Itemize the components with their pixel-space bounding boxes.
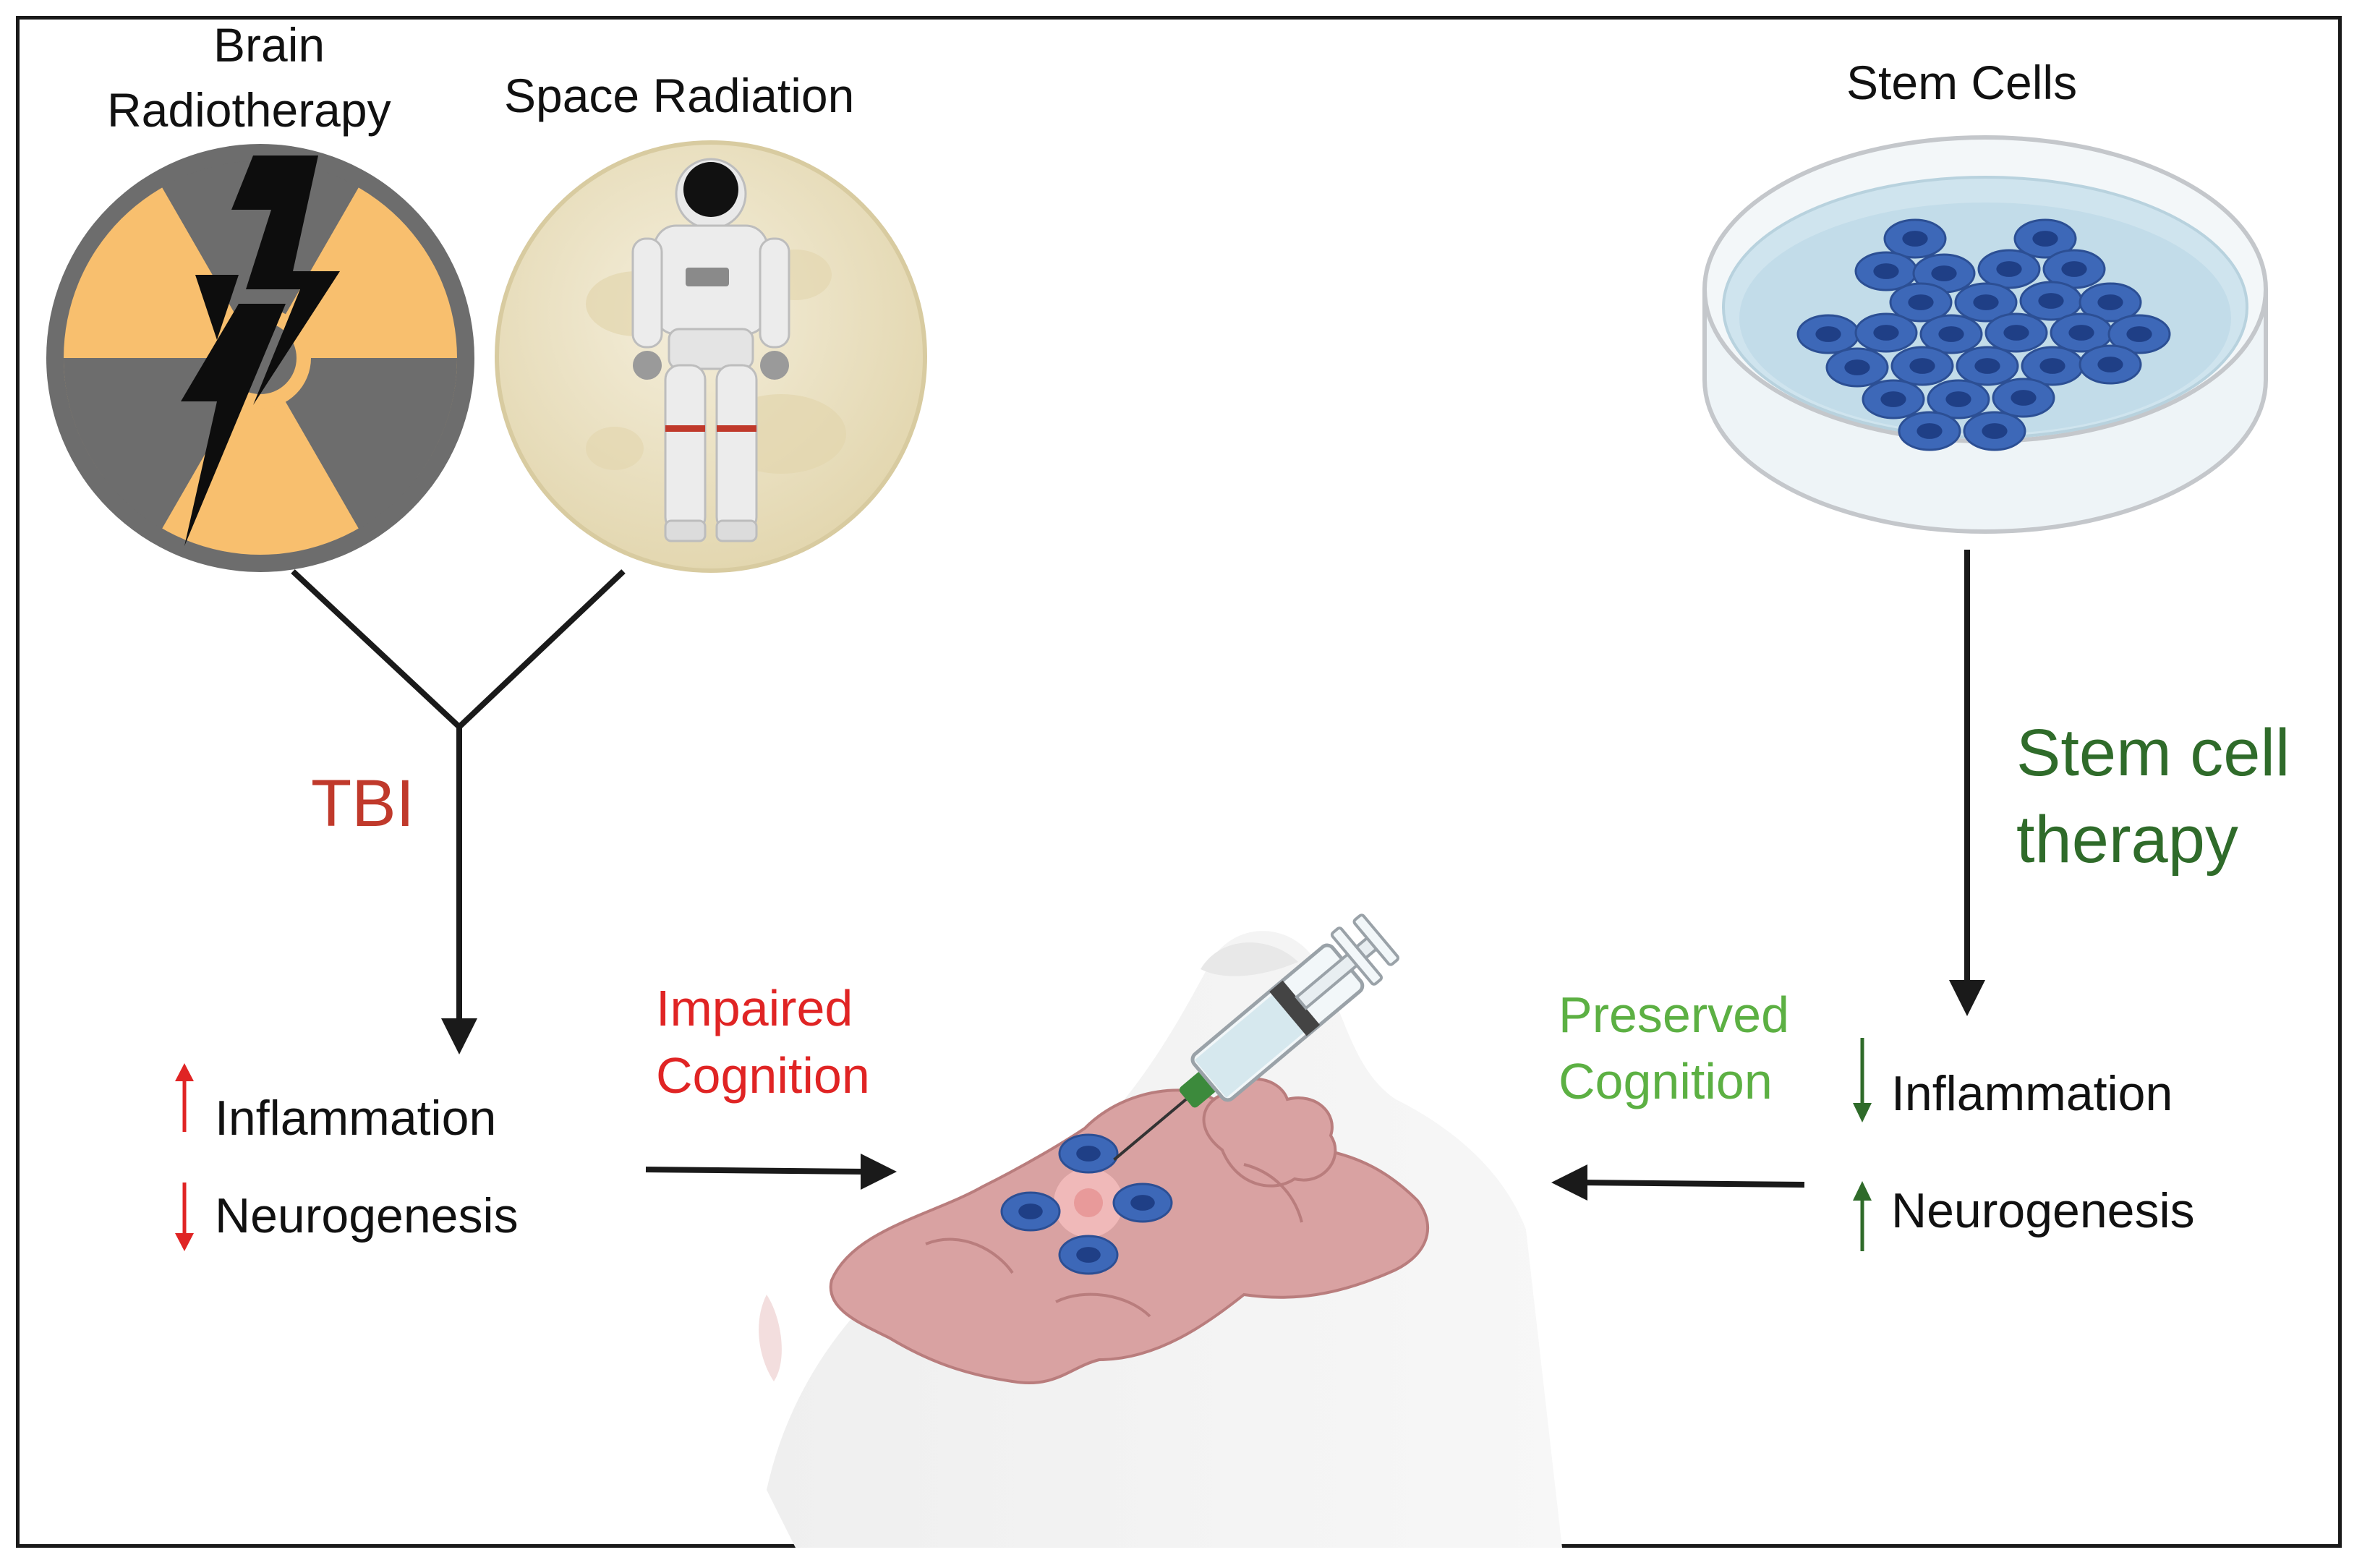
right-neurogenesis-label: Neurogenesis (1891, 1183, 2195, 1238)
stem-cell (1927, 379, 1990, 419)
mouse-brain-injection-icon (759, 931, 1562, 1548)
right-inflammation-down-arrow (1853, 1038, 1872, 1122)
right-neurogenesis-up-arrow (1853, 1181, 1872, 1251)
stem-cell (1854, 251, 1918, 291)
stem-cell (1862, 379, 1925, 419)
impaired-arrow (645, 1167, 869, 1175)
impaired-cognition-label-line1: Impaired (656, 980, 853, 1036)
stem-cell (2021, 346, 2084, 386)
preserved-arrowhead (1551, 1164, 1587, 1201)
stem-cells (1796, 218, 2171, 451)
stem-cell (2079, 282, 2142, 323)
transplanted-stem-cell (1000, 1191, 1061, 1232)
astronaut-on-moon-icon (495, 140, 927, 573)
stem-cell (1992, 378, 2055, 418)
transplanted-stem-cell (1058, 1133, 1119, 1174)
preserved-cognition-label-line2: Cognition (1559, 1053, 1773, 1109)
left-inflammation-up-arrow (175, 1063, 194, 1132)
stem-cell (1954, 282, 2018, 323)
stem-cells-label: Stem Cells (1846, 56, 2078, 109)
right-inflammation-label: Inflammation (1891, 1066, 2173, 1121)
stem-cell (2107, 314, 2171, 354)
space-radiation-label: Space Radiation (504, 69, 855, 122)
brain-radiotherapy-label-line2: Radiotherapy (107, 83, 391, 137)
stem-cell (1889, 282, 1953, 323)
stem-cell-therapy-label-line1: Stem cell (2016, 716, 2290, 790)
merge-connector (291, 569, 626, 1054)
stem-cell (1956, 346, 2019, 386)
transplanted-stem-cell (1058, 1235, 1119, 1275)
stem-cell-therapy-label-line2: therapy (2016, 803, 2238, 877)
left-neurogenesis-down-arrow (175, 1183, 194, 1251)
stem-cell (1854, 312, 1918, 353)
stem-cell-therapy-arrow (1949, 550, 1985, 1016)
stem-cell (2019, 281, 2083, 321)
stem-cell (1977, 249, 2041, 289)
stem-cell (1898, 411, 1961, 451)
stem-cell (1825, 347, 1889, 388)
stem-cell (1963, 411, 2026, 451)
lightning-bolt-icon (181, 155, 340, 546)
stem-cell (2013, 218, 2077, 259)
stem-cell (1796, 314, 1860, 354)
stem-cell (1919, 314, 1983, 354)
stem-cell (2079, 344, 2142, 385)
brain-radiotherapy-label-line1: Brain (213, 18, 325, 72)
transplanted-stem-cell (1112, 1183, 1173, 1223)
transplanted-cells (1000, 1133, 1173, 1275)
tbi-label: TBI (311, 767, 415, 840)
preserved-arrow (1579, 1180, 1805, 1188)
stem-cell (1890, 346, 1954, 386)
preserved-cognition-label-line1: Preserved (1559, 987, 1790, 1043)
stem-cell (1984, 312, 2048, 353)
stem-cell (1883, 218, 1947, 259)
left-inflammation-label: Inflammation (215, 1091, 497, 1146)
stem-cell (2042, 249, 2106, 289)
impaired-arrowhead (861, 1154, 897, 1190)
syringe-icon (1113, 913, 1399, 1162)
left-neurogenesis-label: Neurogenesis (215, 1188, 519, 1243)
impaired-cognition-label-line2: Cognition (656, 1047, 870, 1104)
